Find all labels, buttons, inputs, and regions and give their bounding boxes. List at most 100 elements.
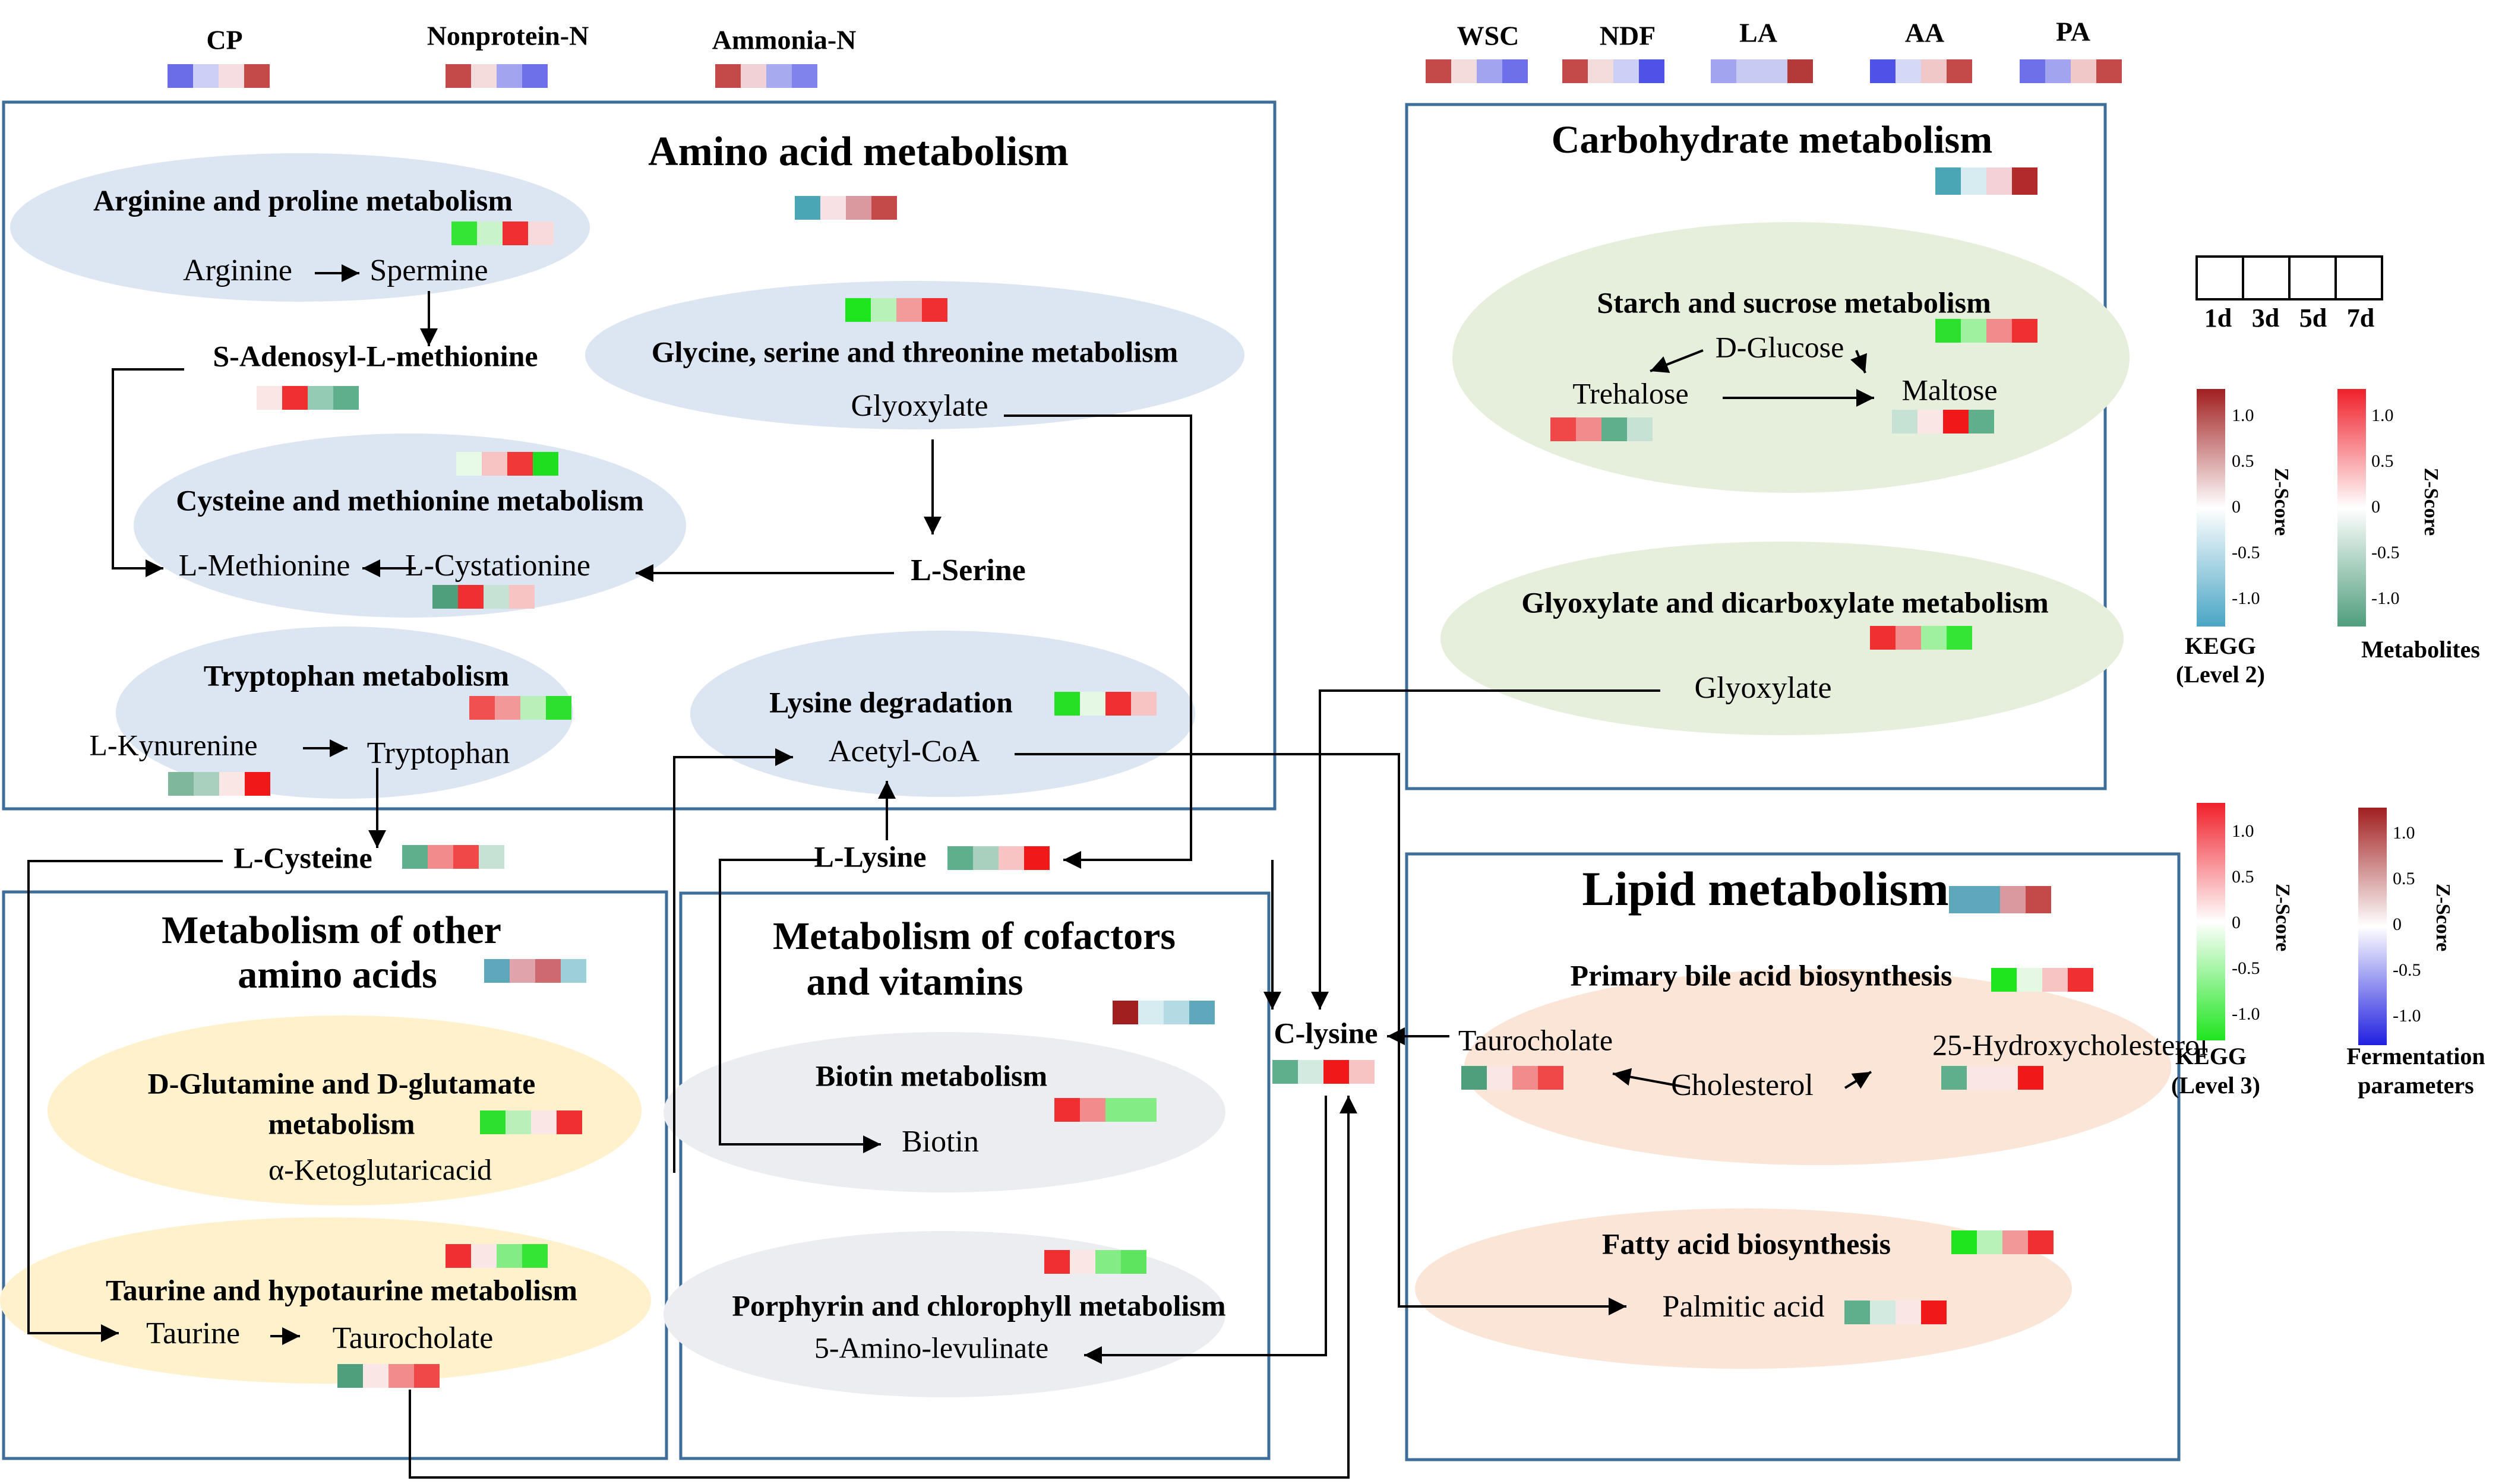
metabolite-heatmap-sam-cell-3	[308, 386, 333, 410]
pathway-heatmap-tryptophan	[469, 696, 571, 720]
pathway-heatmap-glycine-cell-3	[896, 298, 922, 322]
pathway-heatmap-glyoxylate-cell-4	[1947, 626, 1972, 650]
pathway-heatmap-lysine-cell-4	[1131, 692, 1157, 716]
metabolite-tryptophan: Tryptophan	[367, 736, 510, 770]
legend-day-label-4: 7d	[2347, 303, 2374, 333]
metabolite-heatmap-sam	[257, 386, 359, 410]
pathway-title-starch: Starch and sucrose metabolism	[1597, 286, 1991, 319]
pathway-heatmap-porphyrin-cell-1	[1044, 1250, 1070, 1274]
metabolite-heatmap-taurocholate_l-cell-1	[1461, 1066, 1487, 1090]
edge-glyoxylate-clysine	[1311, 689, 1660, 1010]
metabolite-heatmap-l_kynurenine-cell-3	[219, 772, 245, 796]
metabolite-heatmap-l_cystathionine-cell-3	[484, 585, 509, 609]
pathway-heatmap-biotin	[1054, 1098, 1157, 1122]
metabolite-l_cystathionine: L-Cystationine	[405, 549, 590, 583]
fp-heatmap-ndf-cell-3	[1613, 59, 1639, 83]
pathway-title-cysteine: Cysteine and methionine metabolism	[176, 483, 644, 517]
legend-day-label-1: 1d	[2204, 303, 2232, 333]
pathway-heatmap-starch-cell-2	[1961, 319, 1986, 343]
edge-cholesterol-taurocholate	[1612, 1068, 1691, 1089]
pathway-title-porphyrin: Porphyrin and chlorophyll metabolism	[732, 1289, 1225, 1322]
legend-metab-tick-4: -0.5	[2371, 543, 2400, 562]
legend-kegg3-tick-1: 1.0	[2232, 821, 2254, 841]
other-amino-acids-heatmap-cell-4	[561, 959, 586, 983]
legend-ferm-tick-1: 1.0	[2393, 823, 2415, 843]
legend-ferm-tick-5: -1.0	[2393, 1006, 2421, 1026]
metabolite-d_glucose: D-Glucose	[1716, 330, 1844, 363]
pathway-heatmap-cysteine-cell-1	[456, 452, 482, 476]
pathway-heatmap-starch-cell-1	[1935, 319, 1961, 343]
pathway-heatmap-glycine-cell-1	[845, 298, 871, 322]
legend-kegg2-label-2: (Level 2)	[2176, 661, 2265, 688]
metabolite-heatmap-l_cysteine-cell-1	[402, 845, 428, 869]
legend-kegg2-tick-3: 0	[2232, 497, 2241, 517]
fp-heatmap-amn	[715, 64, 817, 88]
pathway-heatmap-arginine-cell-1	[451, 222, 477, 245]
fp-heatmap-npn-cell-3	[497, 64, 522, 88]
pathway-title-biotin: Biotin metabolism	[816, 1059, 1047, 1092]
metabolite-five_ala: 5-Amino-levulinate	[814, 1331, 1048, 1364]
metabolite-heatmap-taurocholate_o	[337, 1364, 440, 1388]
legend-ferm-tick-4: -0.5	[2393, 960, 2421, 980]
legend-day-label-2: 3d	[2252, 303, 2279, 333]
metabolite-heatmap-l_cysteine-cell-4	[479, 845, 504, 869]
amino-acid-heatmap-cell-3	[846, 196, 871, 220]
fp-heatmap-amn-cell-3	[766, 64, 792, 88]
metabolite-l_cysteine: L-Cysteine	[233, 841, 372, 874]
lipid-heatmap	[1949, 886, 2051, 913]
pathway-heatmap-starch-cell-3	[1986, 319, 2012, 343]
pathway-heatmap-dglutamine-cell-4	[557, 1110, 582, 1134]
metabolite-heatmap-trehalose-cell-2	[1576, 417, 1601, 441]
lipid-heatmap-cell-4	[2026, 886, 2051, 913]
legend-day-box-4	[2334, 255, 2383, 300]
fp-heatmap-npn-cell-4	[522, 64, 548, 88]
amino-acid-heatmap-cell-2	[820, 196, 846, 220]
cofactors-heatmap-cell-2	[1138, 1001, 1164, 1024]
carbohydrate-heatmap-cell-4	[2012, 167, 2037, 195]
pathway-heatmap-cysteine	[456, 452, 558, 476]
edge-glucose-maltose	[1850, 350, 1867, 374]
pathway-heatmap-cysteine-cell-3	[507, 452, 533, 476]
metabolite-biotin: Biotin	[902, 1125, 979, 1159]
fp-heatmap-wsc-cell-1	[1426, 59, 1451, 83]
metabolite-heatmap-l_kynurenine-cell-2	[194, 772, 219, 796]
amino-acid-heatmap-cell-1	[795, 196, 820, 220]
metabolite-heatmap-trehalose	[1550, 417, 1653, 441]
other-amino-acids-heatmap	[484, 959, 586, 983]
pathway-heatmap-lysine-cell-3	[1105, 692, 1131, 716]
legend-kegg3-label-1: KEGG	[2175, 1043, 2247, 1070]
metabolite-heatmap-l_lysine-cell-3	[999, 846, 1024, 870]
fp-label-ndf: NDF	[1600, 21, 1656, 51]
fp-heatmap-wsc-cell-2	[1451, 59, 1477, 83]
fp-label-amn: Ammonia-N	[712, 25, 857, 55]
other-amino-acids-heatmap-cell-2	[510, 959, 535, 983]
fp-heatmap-pa-cell-1	[2020, 59, 2045, 83]
metabolite-heatmap-l_cystathionine	[432, 585, 535, 609]
fp-heatmap-npn-cell-1	[446, 64, 471, 88]
edge-glyoxylate-lysine	[1004, 414, 1192, 869]
metabolite-heatmap-palmitic-cell-3	[1896, 1301, 1921, 1324]
pathway-heatmap-arginine	[451, 222, 554, 245]
pathway-heatmap-arginine-cell-2	[477, 222, 503, 245]
fp-heatmap-wsc-cell-4	[1502, 59, 1528, 83]
legend-kegg3-zscore-title: Z-Score	[2272, 884, 2294, 952]
pathway-heatmap-porphyrin-cell-4	[1121, 1250, 1146, 1274]
pathway-heatmap-glyoxylate	[1870, 626, 1972, 650]
legend-ferm-label-1: Fermentation	[2346, 1043, 2485, 1070]
fp-heatmap-wsc-cell-3	[1477, 59, 1502, 83]
cofactors-heatmap-cell-4	[1189, 1001, 1215, 1024]
metabolite-heatmap-taurocholate_o-cell-4	[414, 1364, 440, 1388]
legend-day-grid	[2195, 255, 2383, 300]
fp-heatmap-wsc	[1426, 59, 1528, 83]
legend-kegg2-zscore-title: Z-Score	[2270, 468, 2292, 536]
fp-heatmap-pa-cell-4	[2096, 59, 2122, 83]
lipid-title: Lipid metabolism	[1582, 862, 1948, 916]
pathway-heatmap-fatty	[1951, 1230, 2054, 1254]
metabolite-heatmap-hydroxychol-cell-2	[1967, 1066, 1992, 1090]
legend-day-box-1	[2195, 255, 2244, 300]
metabolite-glyoxylate_aa: Glyoxylate	[851, 389, 988, 423]
amino-acid-heatmap	[795, 196, 897, 220]
pathway-title-lysine: Lysine degradation	[769, 685, 1013, 719]
